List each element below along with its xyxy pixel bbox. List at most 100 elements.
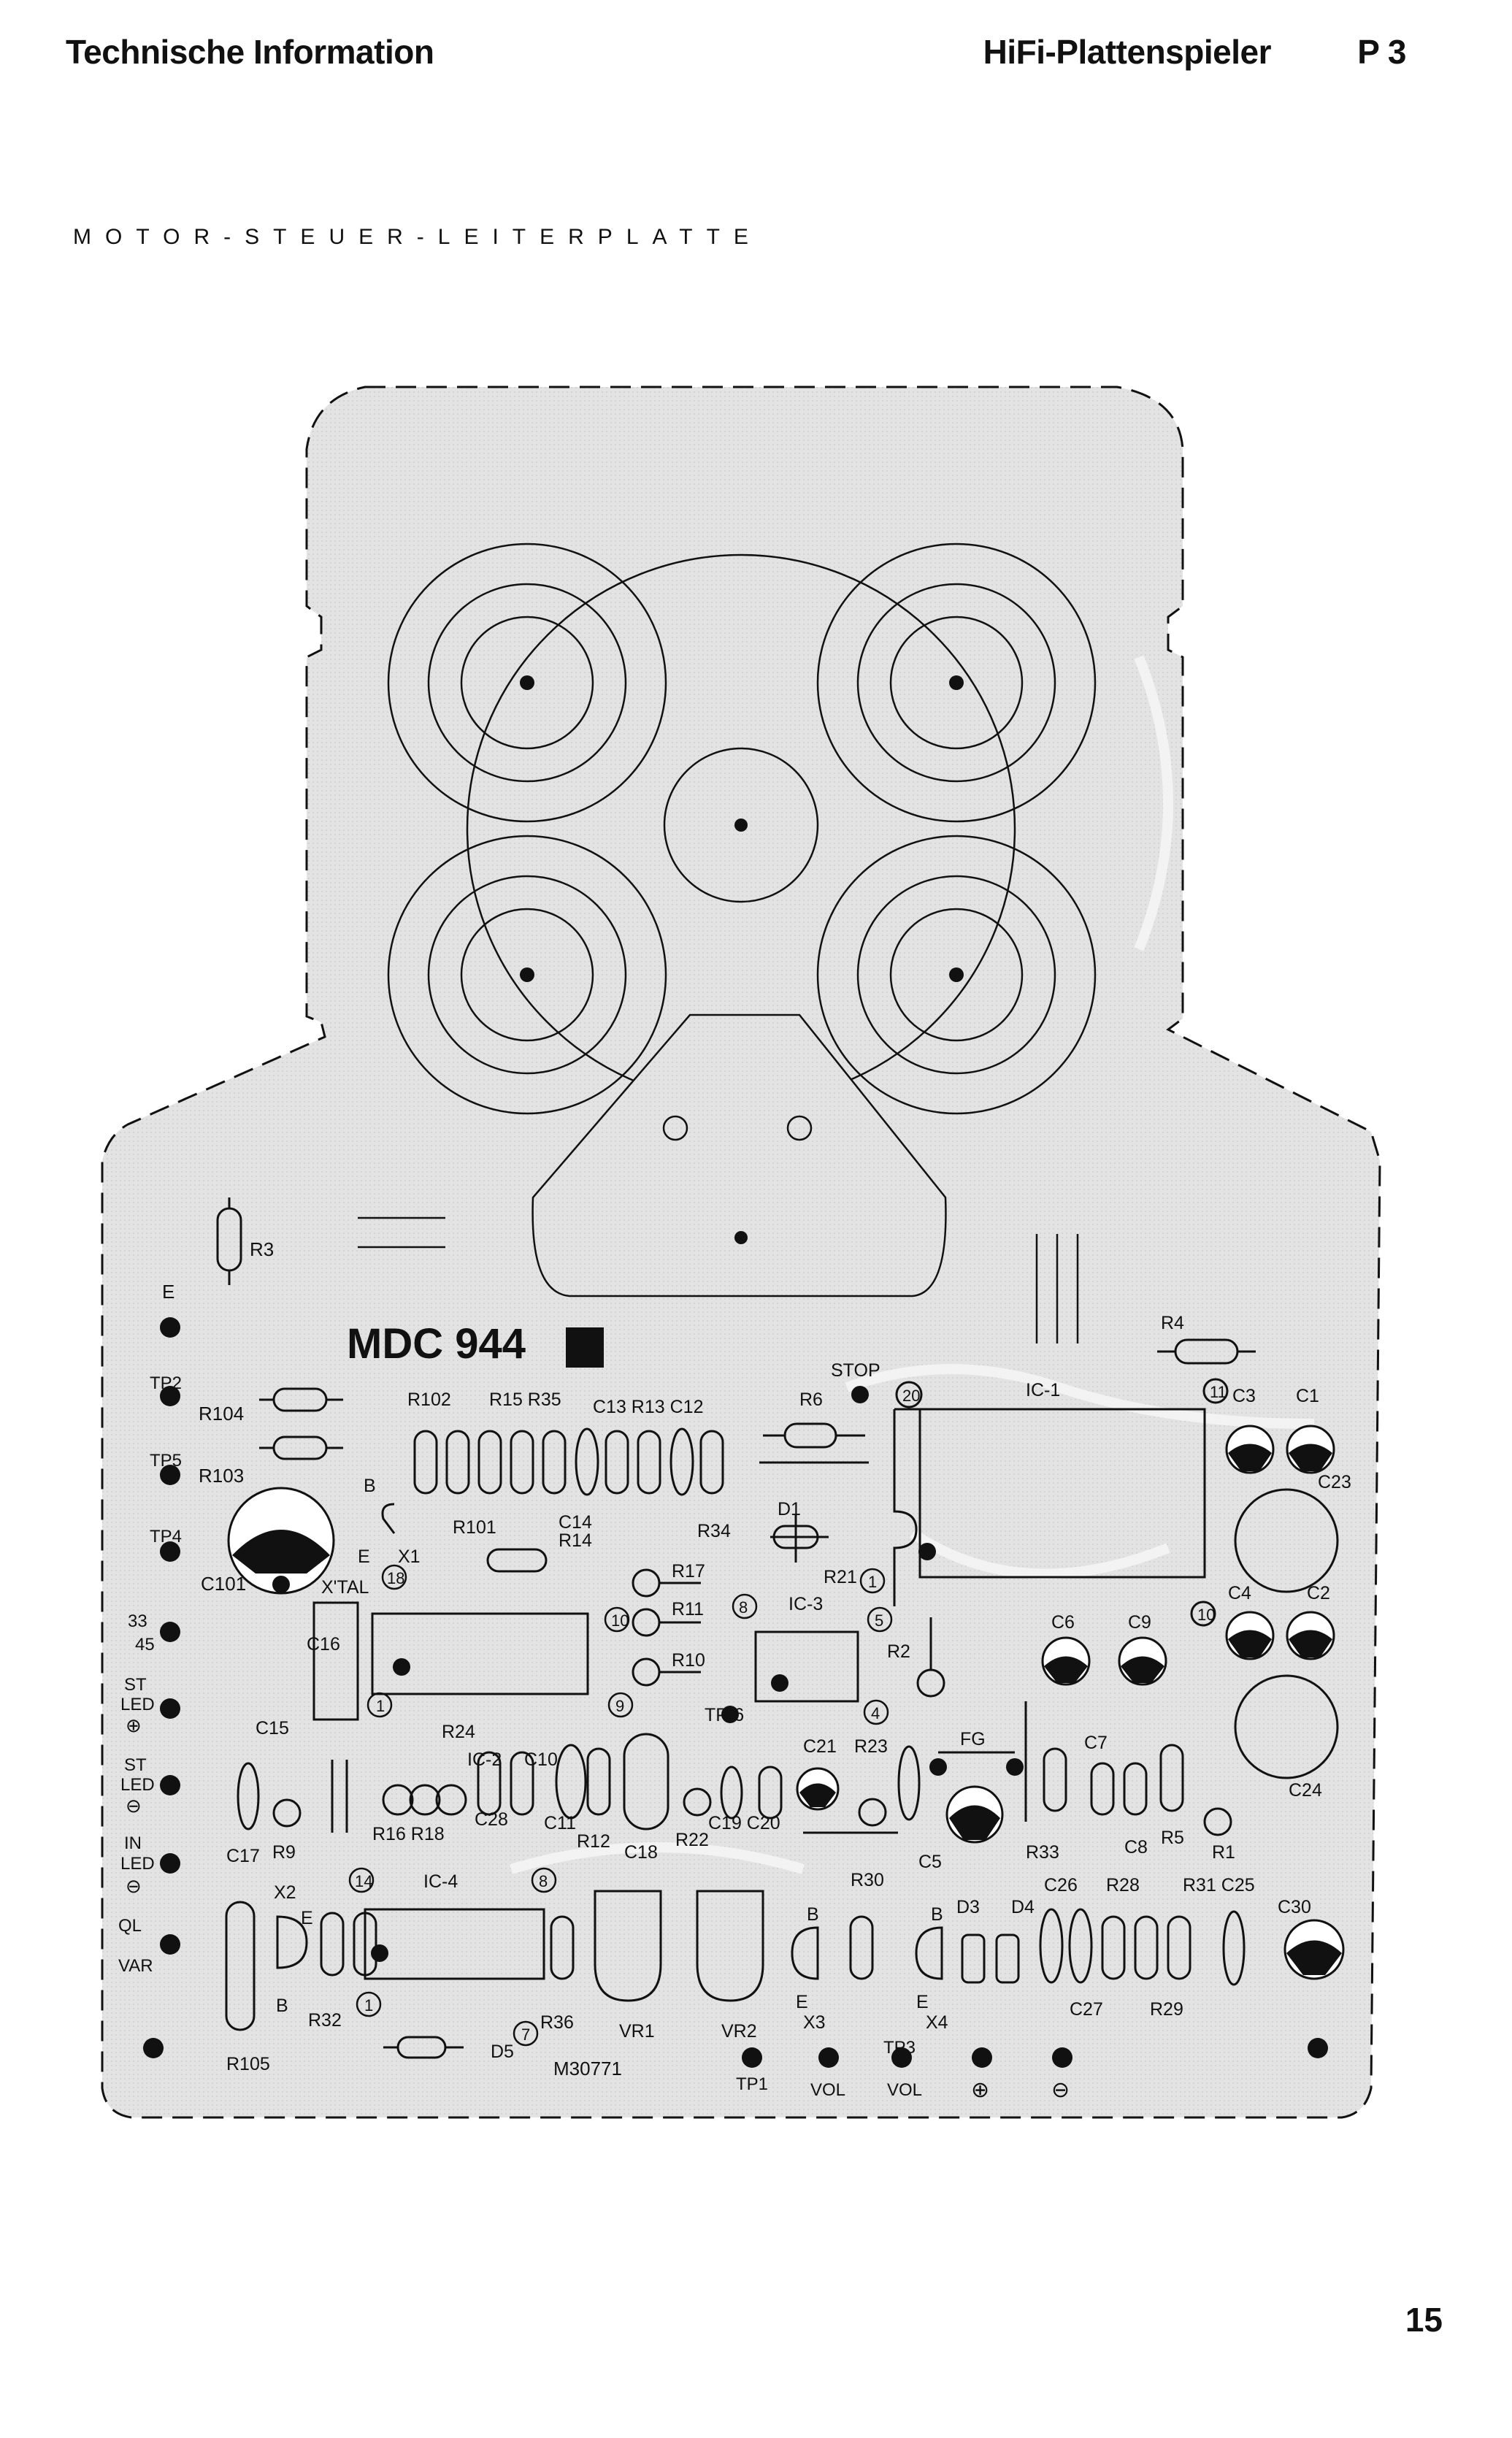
- svg-text:D5: D5: [491, 2042, 514, 2062]
- svg-text:C10: C10: [524, 1749, 558, 1770]
- svg-text:E: E: [916, 1992, 929, 2012]
- ic-3: [754, 1515, 859, 1703]
- svg-text:B: B: [931, 1904, 943, 1925]
- capacitor-c101: [227, 1487, 335, 1595]
- svg-text:R23: R23: [854, 1736, 888, 1757]
- svg-text:E: E: [162, 1281, 174, 1303]
- svg-text:R16 R18: R16 R18: [372, 1824, 445, 1844]
- svg-text:D1: D1: [778, 1499, 801, 1519]
- board-title: MOTOR-STEUER-LEITERPLATTE: [73, 225, 762, 249]
- board-id-marker: [566, 1327, 604, 1368]
- svg-text:R33: R33: [1026, 1842, 1059, 1863]
- svg-text:C27: C27: [1070, 1999, 1103, 2020]
- svg-text:TP5: TP5: [150, 1451, 182, 1471]
- svg-text:TP4: TP4: [150, 1527, 182, 1546]
- svg-text:10: 10: [1197, 1606, 1215, 1624]
- svg-text:TP-6: TP-6: [705, 1705, 744, 1725]
- resistor-r3: [216, 1197, 242, 1285]
- svg-text:R9: R9: [272, 1842, 296, 1863]
- svg-text:B: B: [807, 1904, 819, 1925]
- svg-text:⊖: ⊖: [126, 1795, 142, 1817]
- header-code: P 3: [1357, 33, 1406, 71]
- svg-text:IC-4: IC-4: [423, 1871, 458, 1892]
- svg-text:R34: R34: [697, 1521, 731, 1541]
- svg-text:R21: R21: [824, 1567, 857, 1587]
- svg-text:VAR: VAR: [118, 1956, 153, 1976]
- svg-text:R28: R28: [1106, 1875, 1140, 1895]
- svg-text:E: E: [301, 1908, 313, 1928]
- svg-text:C21: C21: [803, 1736, 837, 1757]
- svg-text:⊖: ⊖: [126, 1875, 142, 1897]
- ic-4: [225, 1890, 1246, 2059]
- svg-text:VR1: VR1: [619, 2021, 655, 2042]
- svg-text:E: E: [358, 1546, 370, 1567]
- svg-text:R24: R24: [442, 1722, 475, 1742]
- svg-text:C6: C6: [1051, 1612, 1075, 1633]
- svg-text:LED: LED: [120, 1695, 155, 1714]
- svg-text:C15: C15: [256, 1718, 289, 1739]
- svg-text:⊕: ⊕: [971, 2078, 989, 2102]
- svg-text:TP1: TP1: [736, 2074, 768, 2094]
- svg-text:ST: ST: [124, 1755, 147, 1775]
- capacitor-c30: [1283, 1919, 1345, 1980]
- svg-text:R6: R6: [799, 1389, 823, 1410]
- svg-text:C18: C18: [624, 1842, 658, 1863]
- svg-text:R32: R32: [308, 2010, 342, 2031]
- svg-text:1: 1: [364, 1996, 373, 2015]
- svg-text:B: B: [276, 1996, 288, 2016]
- svg-text:R10: R10: [672, 1650, 705, 1671]
- svg-text:R14: R14: [559, 1530, 592, 1551]
- svg-text:FG: FG: [960, 1729, 986, 1749]
- svg-text:C14: C14: [559, 1512, 592, 1533]
- svg-text:C4: C4: [1228, 1583, 1251, 1603]
- svg-text:C8: C8: [1124, 1837, 1148, 1858]
- svg-text:5: 5: [875, 1611, 883, 1630]
- svg-text:R5: R5: [1161, 1828, 1184, 1848]
- svg-text:14: 14: [355, 1872, 372, 1890]
- svg-text:R102: R102: [407, 1389, 451, 1410]
- svg-text:D3: D3: [956, 1897, 980, 1917]
- fg-sensor: [929, 1751, 1024, 1844]
- svg-text:C30: C30: [1278, 1897, 1311, 1917]
- svg-text:X4: X4: [926, 2012, 948, 2033]
- svg-text:R12: R12: [577, 1831, 610, 1852]
- svg-text:ST: ST: [124, 1675, 147, 1695]
- svg-text:B: B: [364, 1476, 376, 1496]
- ic-2: [312, 1601, 589, 1721]
- svg-text:X2: X2: [274, 1882, 296, 1903]
- svg-text:18: 18: [387, 1569, 404, 1587]
- svg-text:C11: C11: [544, 1813, 576, 1833]
- svg-text:11: 11: [1210, 1383, 1227, 1401]
- svg-text:10: 10: [611, 1611, 629, 1630]
- svg-text:X'TAL: X'TAL: [321, 1577, 369, 1598]
- svg-text:R30: R30: [851, 1870, 884, 1890]
- svg-text:C5: C5: [918, 1852, 942, 1872]
- svg-text:TP3: TP3: [883, 2038, 916, 2058]
- svg-text:R4: R4: [1161, 1313, 1184, 1333]
- svg-text:C3: C3: [1232, 1386, 1256, 1406]
- svg-text:R104: R104: [199, 1403, 244, 1425]
- svg-text:R17: R17: [672, 1561, 705, 1582]
- svg-text:VOL: VOL: [810, 2080, 845, 2100]
- svg-text:R11: R11: [672, 1599, 704, 1619]
- svg-text:C2: C2: [1307, 1583, 1330, 1603]
- svg-text:C24: C24: [1289, 1780, 1322, 1801]
- svg-text:R29: R29: [1150, 1999, 1183, 2020]
- svg-text:LED: LED: [120, 1775, 155, 1795]
- svg-text:E: E: [796, 1992, 808, 2012]
- svg-text:C16: C16: [307, 1634, 340, 1655]
- svg-text:C1: C1: [1296, 1386, 1319, 1406]
- svg-text:4: 4: [871, 1704, 880, 1722]
- svg-text:C23: C23: [1318, 1472, 1351, 1492]
- svg-text:R101: R101: [453, 1517, 496, 1538]
- svg-text:8: 8: [539, 1872, 548, 1890]
- svg-text:45: 45: [135, 1635, 155, 1655]
- svg-text:IN: IN: [124, 1833, 142, 1853]
- svg-text:D4: D4: [1011, 1897, 1035, 1917]
- svg-text:STOP: STOP: [831, 1360, 880, 1381]
- svg-text:C101: C101: [201, 1573, 246, 1595]
- svg-text:R2: R2: [887, 1641, 910, 1662]
- motor-coils: [358, 543, 1097, 1343]
- part-number: M30771: [553, 2058, 622, 2079]
